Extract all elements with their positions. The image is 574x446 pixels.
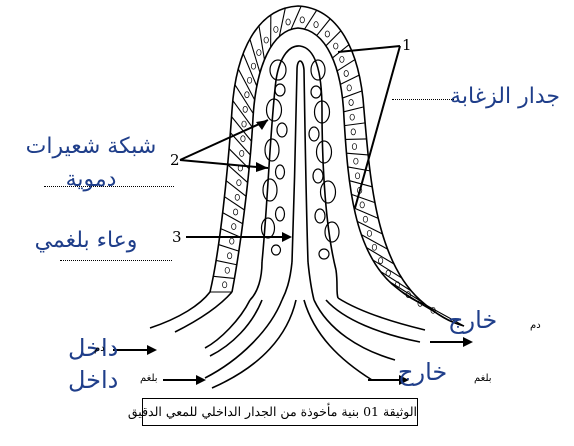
epithelial-cell-divider xyxy=(351,194,374,202)
epithelial-cell-nucleus xyxy=(232,224,236,230)
capillary-loop xyxy=(309,127,319,141)
capillary-loop xyxy=(315,209,325,223)
epithelial-cell-divider xyxy=(259,26,264,60)
capillary-loop xyxy=(313,169,323,183)
epithelial-cell-nucleus xyxy=(233,209,237,215)
epithelial-cell-nucleus xyxy=(247,77,251,83)
epithelial-cell-divider xyxy=(342,91,362,98)
epithelial-cell-nucleus xyxy=(349,100,353,106)
epithelial-cell-nucleus xyxy=(350,114,354,120)
capillary-loop xyxy=(311,86,321,98)
label-lymph-in: داخل xyxy=(68,366,118,394)
capillary-loop xyxy=(325,222,339,242)
label-lymph-out-prefix: بلغم xyxy=(474,373,492,384)
epithelial-cell-divider xyxy=(213,276,234,278)
epithelial-cell-nucleus xyxy=(240,150,244,156)
capillary-loop xyxy=(317,141,332,163)
villus-outlines xyxy=(150,6,464,388)
epithelial-cell-divider xyxy=(224,197,244,210)
epithelial-cell-divider xyxy=(354,208,378,218)
capillary-loop xyxy=(276,207,285,221)
epithelial-cell-nucleus xyxy=(286,19,290,25)
epithelial-cell-divider xyxy=(305,10,317,29)
epithelial-cell-nucleus xyxy=(340,56,344,62)
capillary-loop xyxy=(319,249,329,259)
epithelial-cell-divider xyxy=(223,213,243,224)
epithelial-cell-nucleus xyxy=(344,70,348,76)
epithelial-cell-divider xyxy=(226,181,246,197)
label-lymph-in-prefix: بلغم xyxy=(140,373,158,384)
epithelial-cell-nucleus xyxy=(372,244,376,250)
epithelial-cell-nucleus xyxy=(347,85,351,91)
epithelial-cell-nucleus xyxy=(225,267,229,273)
label-number-1: 1 xyxy=(402,36,412,54)
capillary-loop xyxy=(321,181,336,203)
epithelial-cell-divider xyxy=(326,31,341,46)
label-villus-wall: جدار الزغابة xyxy=(450,84,560,109)
capillary-loop xyxy=(265,139,279,161)
epithelial-cell-nucleus xyxy=(367,230,371,236)
epithelial-cell-divider xyxy=(235,85,253,114)
epithelial-cell-divider xyxy=(317,19,330,36)
epithelial-cell-nucleus xyxy=(351,129,355,135)
epithelial-cell-nucleus xyxy=(230,238,234,244)
dotted-line-villus-wall xyxy=(392,99,454,100)
epithelial-cell-nucleus xyxy=(251,63,255,69)
epithelial-cell-nucleus xyxy=(264,37,268,43)
epithelial-cell-nucleus xyxy=(235,194,239,200)
epithelial-cell-nucleus xyxy=(227,253,231,259)
epithelial-cell-nucleus xyxy=(334,43,338,49)
epithelial-cell-nucleus xyxy=(325,31,329,37)
epithelial-cell-nucleus xyxy=(314,22,318,28)
capillary-loop xyxy=(277,123,287,137)
label-capillary-network-line2: دموية xyxy=(8,167,174,192)
epithelial-cell-divider xyxy=(233,101,253,128)
capillary-loop xyxy=(272,245,281,255)
epithelial-cell-divider xyxy=(291,6,301,29)
epithelial-cell-nucleus xyxy=(352,144,356,150)
label-lymph-out: خارج xyxy=(398,358,447,386)
epithelial-cell-nucleus xyxy=(243,106,247,112)
epithelial-cell-divider xyxy=(219,245,239,252)
epithelial-cell-divider xyxy=(238,69,254,100)
capillary-loop xyxy=(262,218,275,238)
epithelial-cell-nucleus xyxy=(274,26,278,32)
dotted-line-lymph-vessel xyxy=(60,260,172,261)
capillary-network-mesh xyxy=(262,60,340,259)
label-blood-out-prefix: دم xyxy=(530,320,541,331)
pointer-lines xyxy=(113,46,468,380)
epithelial-cell-nucleus xyxy=(386,270,390,276)
epithelial-cell-nucleus xyxy=(222,282,226,288)
epithelial-cell-divider xyxy=(345,139,366,140)
epithelial-cell-divider xyxy=(344,107,364,112)
epithelial-cell-nucleus xyxy=(300,17,304,23)
epithelial-cell-nucleus xyxy=(378,258,382,264)
label-blood-out: خارج xyxy=(448,306,497,334)
label-blood-in-prefix: دم xyxy=(94,343,105,354)
epithelial-cell-divider xyxy=(216,260,237,264)
epithelial-cell-nucleus xyxy=(237,180,241,186)
epithelial-cell-divider xyxy=(340,75,359,84)
figure-caption: الوثيقة 01 بنية مأخوذة من الجدار الداخلي… xyxy=(142,398,418,426)
epithelial-cell-nucleus xyxy=(241,136,245,142)
epithelial-cell-nucleus xyxy=(245,92,249,98)
capillary-loop xyxy=(275,84,285,96)
dotted-line-capillary xyxy=(44,186,174,187)
capillary-loop xyxy=(276,165,285,179)
capillary-loop xyxy=(263,179,277,201)
label-number-3: 3 xyxy=(172,228,182,246)
label-lymph-vessel: وعاء بلغمي xyxy=(6,228,166,253)
label-capillary-network-line1: شبكة شعيرات xyxy=(8,134,174,159)
epithelial-cell-divider xyxy=(344,123,365,126)
epithelial-cell-nucleus xyxy=(242,121,246,127)
epithelial-cell-nucleus xyxy=(354,158,358,164)
epithelial-cell-nucleus xyxy=(363,216,367,222)
epithelial-cell-divider xyxy=(346,153,368,155)
epithelial-cell-nucleus xyxy=(355,173,359,179)
epithelial-cell-nucleus xyxy=(360,202,364,208)
arrowheads xyxy=(147,120,473,385)
epithelial-cell-nucleus xyxy=(257,50,261,56)
